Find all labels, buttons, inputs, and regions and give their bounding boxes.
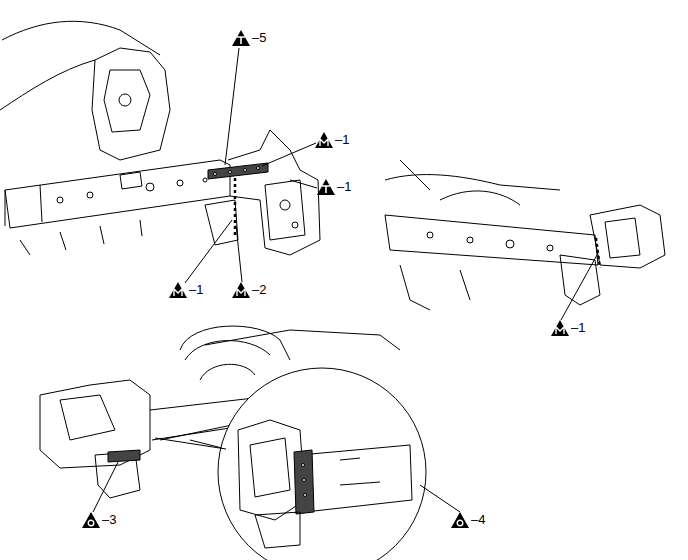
symbol-icon xyxy=(82,30,569,528)
callout-number: –1 xyxy=(188,283,204,297)
callout-number: –1 xyxy=(336,180,352,194)
callout-number: –2 xyxy=(251,283,267,297)
callout-number: –1 xyxy=(334,133,350,147)
leader-line xyxy=(93,48,597,512)
magnified-detail xyxy=(155,368,426,560)
callout-number: –5 xyxy=(251,31,267,45)
callout-number: –3 xyxy=(101,513,117,527)
callout-number: –4 xyxy=(470,513,486,527)
front-side-member-view xyxy=(0,21,320,255)
callout-number: –1 xyxy=(570,321,586,335)
front-side-member-view xyxy=(385,160,665,310)
